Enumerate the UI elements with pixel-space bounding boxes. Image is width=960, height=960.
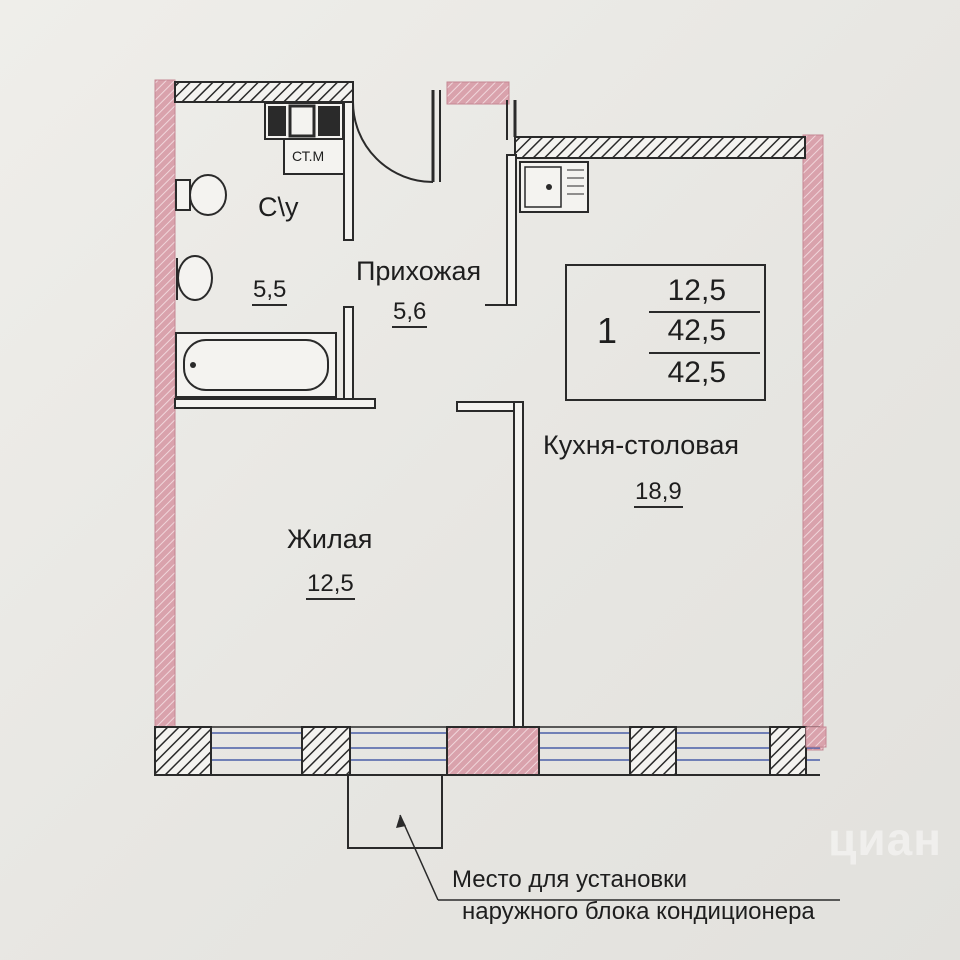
toilet-icon — [175, 174, 227, 216]
left-outer-wall — [154, 79, 176, 746]
area-summary-box: 1 12,5 42,5 42,5 — [565, 264, 766, 401]
right-outer-wall — [802, 134, 824, 751]
washer-label: СТ.М — [292, 148, 325, 164]
summary-total-area-2: 42,5 — [667, 356, 726, 389]
room-area-kitchen: 18,9 — [634, 478, 683, 508]
room-label-bathroom: С\у — [258, 192, 299, 222]
ac-leader-line — [399, 814, 439, 901]
top-wall-pink — [446, 81, 510, 105]
room-count: 1 — [597, 310, 618, 351]
summary-total-area: 42,5 — [667, 314, 726, 347]
room-area-bathroom: 5,5 — [252, 276, 288, 306]
room-label-kitchen: Кухня-столовая — [543, 430, 739, 460]
washing-machine — [264, 102, 345, 175]
sink-icon — [176, 255, 213, 301]
room-label-hall: Прихожая — [356, 256, 482, 286]
ac-unit-area — [347, 774, 443, 849]
watermark: циан — [828, 813, 942, 865]
room-label-living: Жилая — [287, 524, 373, 554]
top-wall-right — [514, 136, 806, 159]
ac-note-line2: наружного блока кондиционера — [462, 898, 815, 925]
kitchen-sink-icon — [519, 161, 589, 213]
entrance-door-swing — [352, 101, 434, 183]
room-area-hall: 5,6 — [392, 298, 428, 328]
top-wall-left — [174, 81, 354, 103]
summary-living-area: 12,5 — [667, 274, 726, 307]
ac-note-line1: Место для установки — [452, 866, 688, 893]
room-area-living: 12,5 — [306, 570, 355, 600]
bathtub-icon — [175, 332, 337, 398]
bottom-piers — [154, 726, 827, 776]
